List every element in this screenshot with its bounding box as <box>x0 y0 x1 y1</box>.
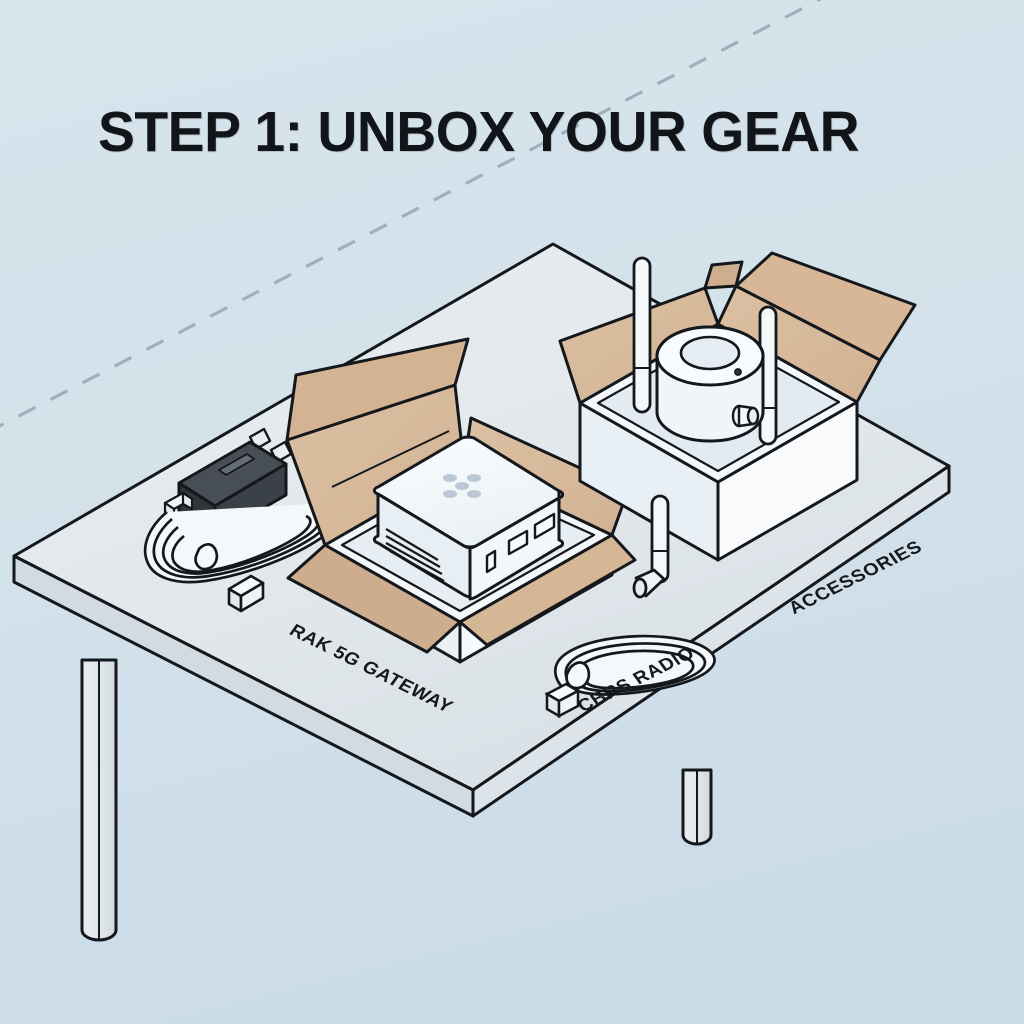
gateway-vents <box>385 528 445 582</box>
cbrs-radio-device <box>655 325 765 443</box>
adapter-label-slot <box>218 453 255 476</box>
gateway-device-front-left <box>372 492 472 599</box>
cbrs-radio-connector <box>731 404 760 428</box>
gateway-port-lan <box>507 529 529 556</box>
gateway-port-wan <box>533 512 556 540</box>
table-leg-left <box>80 658 118 942</box>
table-leg-right <box>681 768 713 846</box>
cable-tie <box>194 543 219 571</box>
gateway-flap-front-right <box>458 533 637 647</box>
cbrs-radio-led <box>734 368 742 376</box>
ethernet-rj45-plug <box>544 682 581 719</box>
gateway-ports <box>485 512 556 574</box>
gateway-logo-dots <box>443 474 481 498</box>
table-edge-right <box>471 464 951 818</box>
dashed-diagonal-guide <box>0 0 823 428</box>
gateway-flap-back-left-crease <box>331 430 450 488</box>
gateway-flap-tall-left <box>285 337 470 442</box>
cbrs-antenna-left <box>632 256 652 414</box>
ethernet-cable <box>544 634 716 719</box>
gateway-device <box>372 435 565 601</box>
spare-antenna-base-cap <box>632 577 648 599</box>
adapter-plug-head <box>227 574 265 613</box>
cbrs-radio-top-recess <box>679 335 741 371</box>
cbrs-flap-tall-right <box>734 251 917 362</box>
gateway-flap-front-left <box>286 543 462 654</box>
cbrs-radio-box <box>558 251 917 562</box>
ethernet-cable-tie <box>565 661 591 690</box>
rak-5g-gateway-box <box>285 337 637 664</box>
cbrs-flap-back-small <box>703 260 744 290</box>
spare-antenna <box>632 494 670 599</box>
gateway-port-usb <box>485 549 497 574</box>
